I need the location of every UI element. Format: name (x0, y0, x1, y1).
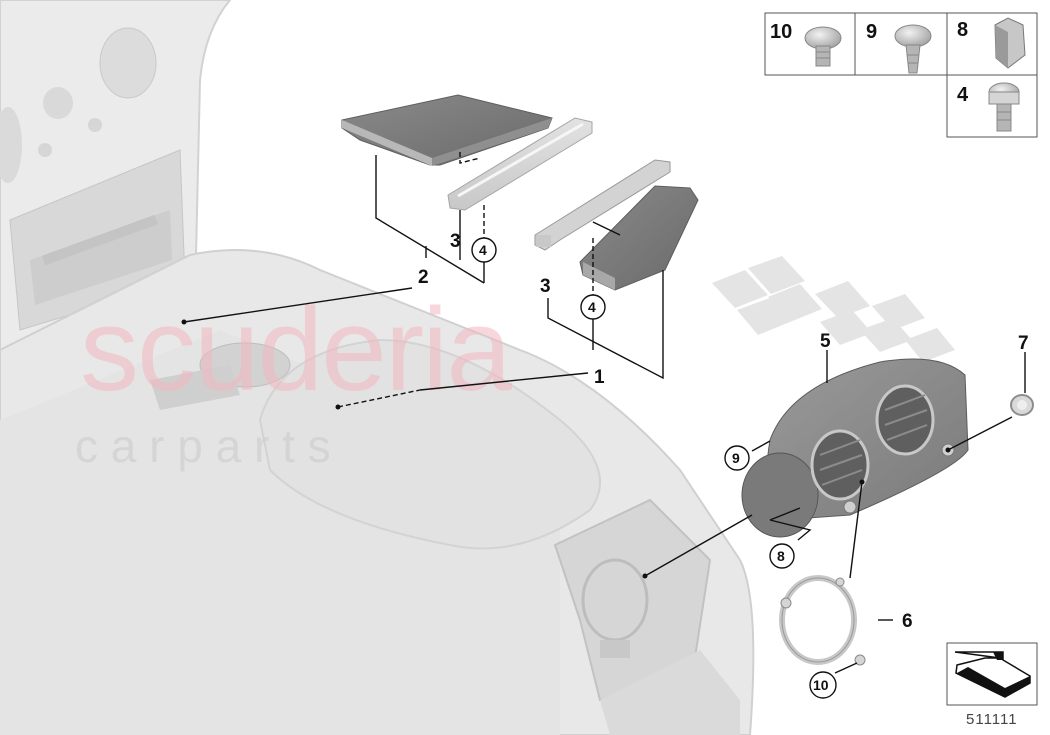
callout-7: 7 (1018, 333, 1029, 354)
svg-text:8: 8 (777, 548, 785, 564)
part-3-bracket-strip-lower (534, 159, 671, 251)
part-2-tray-cover (341, 94, 553, 166)
pan-head-screw-icon (804, 26, 842, 67)
direction-arrow-icon (954, 651, 1031, 698)
callout-5: 5 (820, 331, 831, 352)
callout-3-lower: 3 (540, 276, 551, 297)
callout-2: 2 (418, 267, 429, 288)
legend-cell-10: 10 (770, 21, 842, 67)
cheese-head-screw-icon (988, 82, 1020, 132)
svg-text:9: 9 (866, 21, 877, 43)
part-6-vent-trim-ring (779, 575, 866, 666)
part-3-light-strip-upper (447, 117, 593, 211)
svg-text:4: 4 (588, 299, 596, 315)
watermark: scuderia c a r p a r t s (75, 284, 514, 472)
leader-lines (181, 152, 1026, 674)
callout-4-lower: 4 (580, 294, 606, 320)
callout-10: 10 (809, 671, 837, 699)
diagram-reference-number: 511111 (966, 711, 1018, 728)
svg-text:9: 9 (732, 450, 740, 466)
callout-6: 6 (902, 611, 913, 632)
callout-1: 1 (594, 367, 605, 388)
callout-9: 9 (724, 445, 750, 471)
orientation-arrow-box: 511111 (946, 642, 1038, 728)
watermark-secondary-text: c a r p a r t s (75, 420, 331, 472)
svg-text:8: 8 (957, 19, 968, 41)
watermark-primary-text: scuderia (80, 284, 512, 416)
svg-text:4: 4 (479, 242, 487, 258)
svg-text:10: 10 (770, 21, 792, 43)
svg-text:10: 10 (813, 677, 829, 693)
checker-flag-watermark (712, 256, 955, 362)
callout-4-upper: 4 (471, 237, 497, 263)
fastener-legend: 10 9 8 4 (764, 12, 1038, 138)
callout-3-upper: 3 (450, 231, 461, 252)
part-7-trim-ring (1010, 394, 1034, 416)
flange-screw-icon (894, 24, 932, 74)
part-armrest-lid-insert (579, 185, 699, 291)
legend-cell-9: 9 (866, 21, 932, 74)
svg-text:4: 4 (957, 84, 969, 106)
legend-cell-8: 8 (957, 17, 1026, 69)
dashboard-ghost (0, 0, 755, 735)
legend-cell-4: 4 (957, 82, 1020, 132)
part-5-rear-vent-panel (741, 358, 969, 538)
callout-8: 8 (769, 543, 795, 569)
callouts: 1 2 3 3 4 4 5 6 7 8 9 10 (418, 231, 1029, 699)
spring-nut-clip-icon (994, 17, 1026, 69)
